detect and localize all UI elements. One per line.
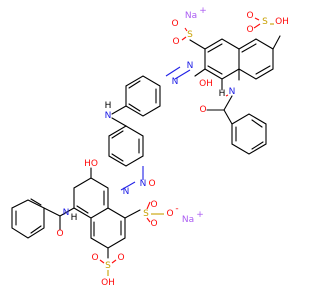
sodium-top-charge: + (199, 6, 207, 16)
oxygen-label: O (91, 253, 98, 263)
nitrogen-label: N (140, 179, 147, 189)
amide-hydrogen-label: H (71, 213, 78, 223)
nitrogen-label: N (172, 77, 179, 87)
bonds (11, 35, 281, 259)
amine-hydrogen-label: H (105, 101, 112, 111)
amide-nitrogen-label: N (63, 208, 70, 218)
sodium-mid-label: Na (182, 215, 194, 225)
oxygen-label: O (246, 11, 253, 21)
sodium-top-label: Na (185, 11, 197, 21)
hetero-bonds (99, 17, 274, 276)
sulfur-label: S (143, 209, 149, 219)
oxygen-label: O (117, 253, 124, 263)
amine-nitrogen-label: N (105, 111, 112, 121)
oxide-anion-charge: - (175, 204, 178, 214)
amide-hydrogen-label: H (219, 89, 226, 99)
hydroxyl-label: OH (275, 17, 289, 27)
oxygen-label: O (150, 219, 157, 229)
carbonyl-oxygen-label: O (199, 105, 206, 115)
oxygen-label: O (148, 179, 155, 189)
hydroxyl-label: OH (101, 278, 115, 288)
nitrogen-label: N (187, 61, 194, 71)
sodium-mid-charge: + (196, 210, 204, 220)
oxide-anion-label: O (166, 209, 173, 219)
sulfur-label: S (262, 17, 268, 27)
nitrogen-label: N (123, 187, 130, 197)
hydroxyl-label: HO (84, 159, 98, 169)
structure-diagram: Na + O S O O S OH O OH N N N H O N H N N… (11, 6, 289, 288)
amide-nitrogen-label: N (229, 87, 236, 97)
oxygen-label: O (150, 200, 157, 210)
hydroxyl-label: OH (199, 79, 213, 89)
oxygen-label: O (172, 37, 179, 47)
atom-labels: Na + O S O O S OH O OH N N N H O N H N N… (56, 6, 288, 288)
sulfur-label: S (187, 30, 193, 40)
sulfur-label: S (105, 261, 111, 271)
oxygen-label: O (171, 19, 178, 29)
carbonyl-oxygen-label: O (56, 229, 63, 239)
oxygen-label: O (246, 25, 253, 35)
